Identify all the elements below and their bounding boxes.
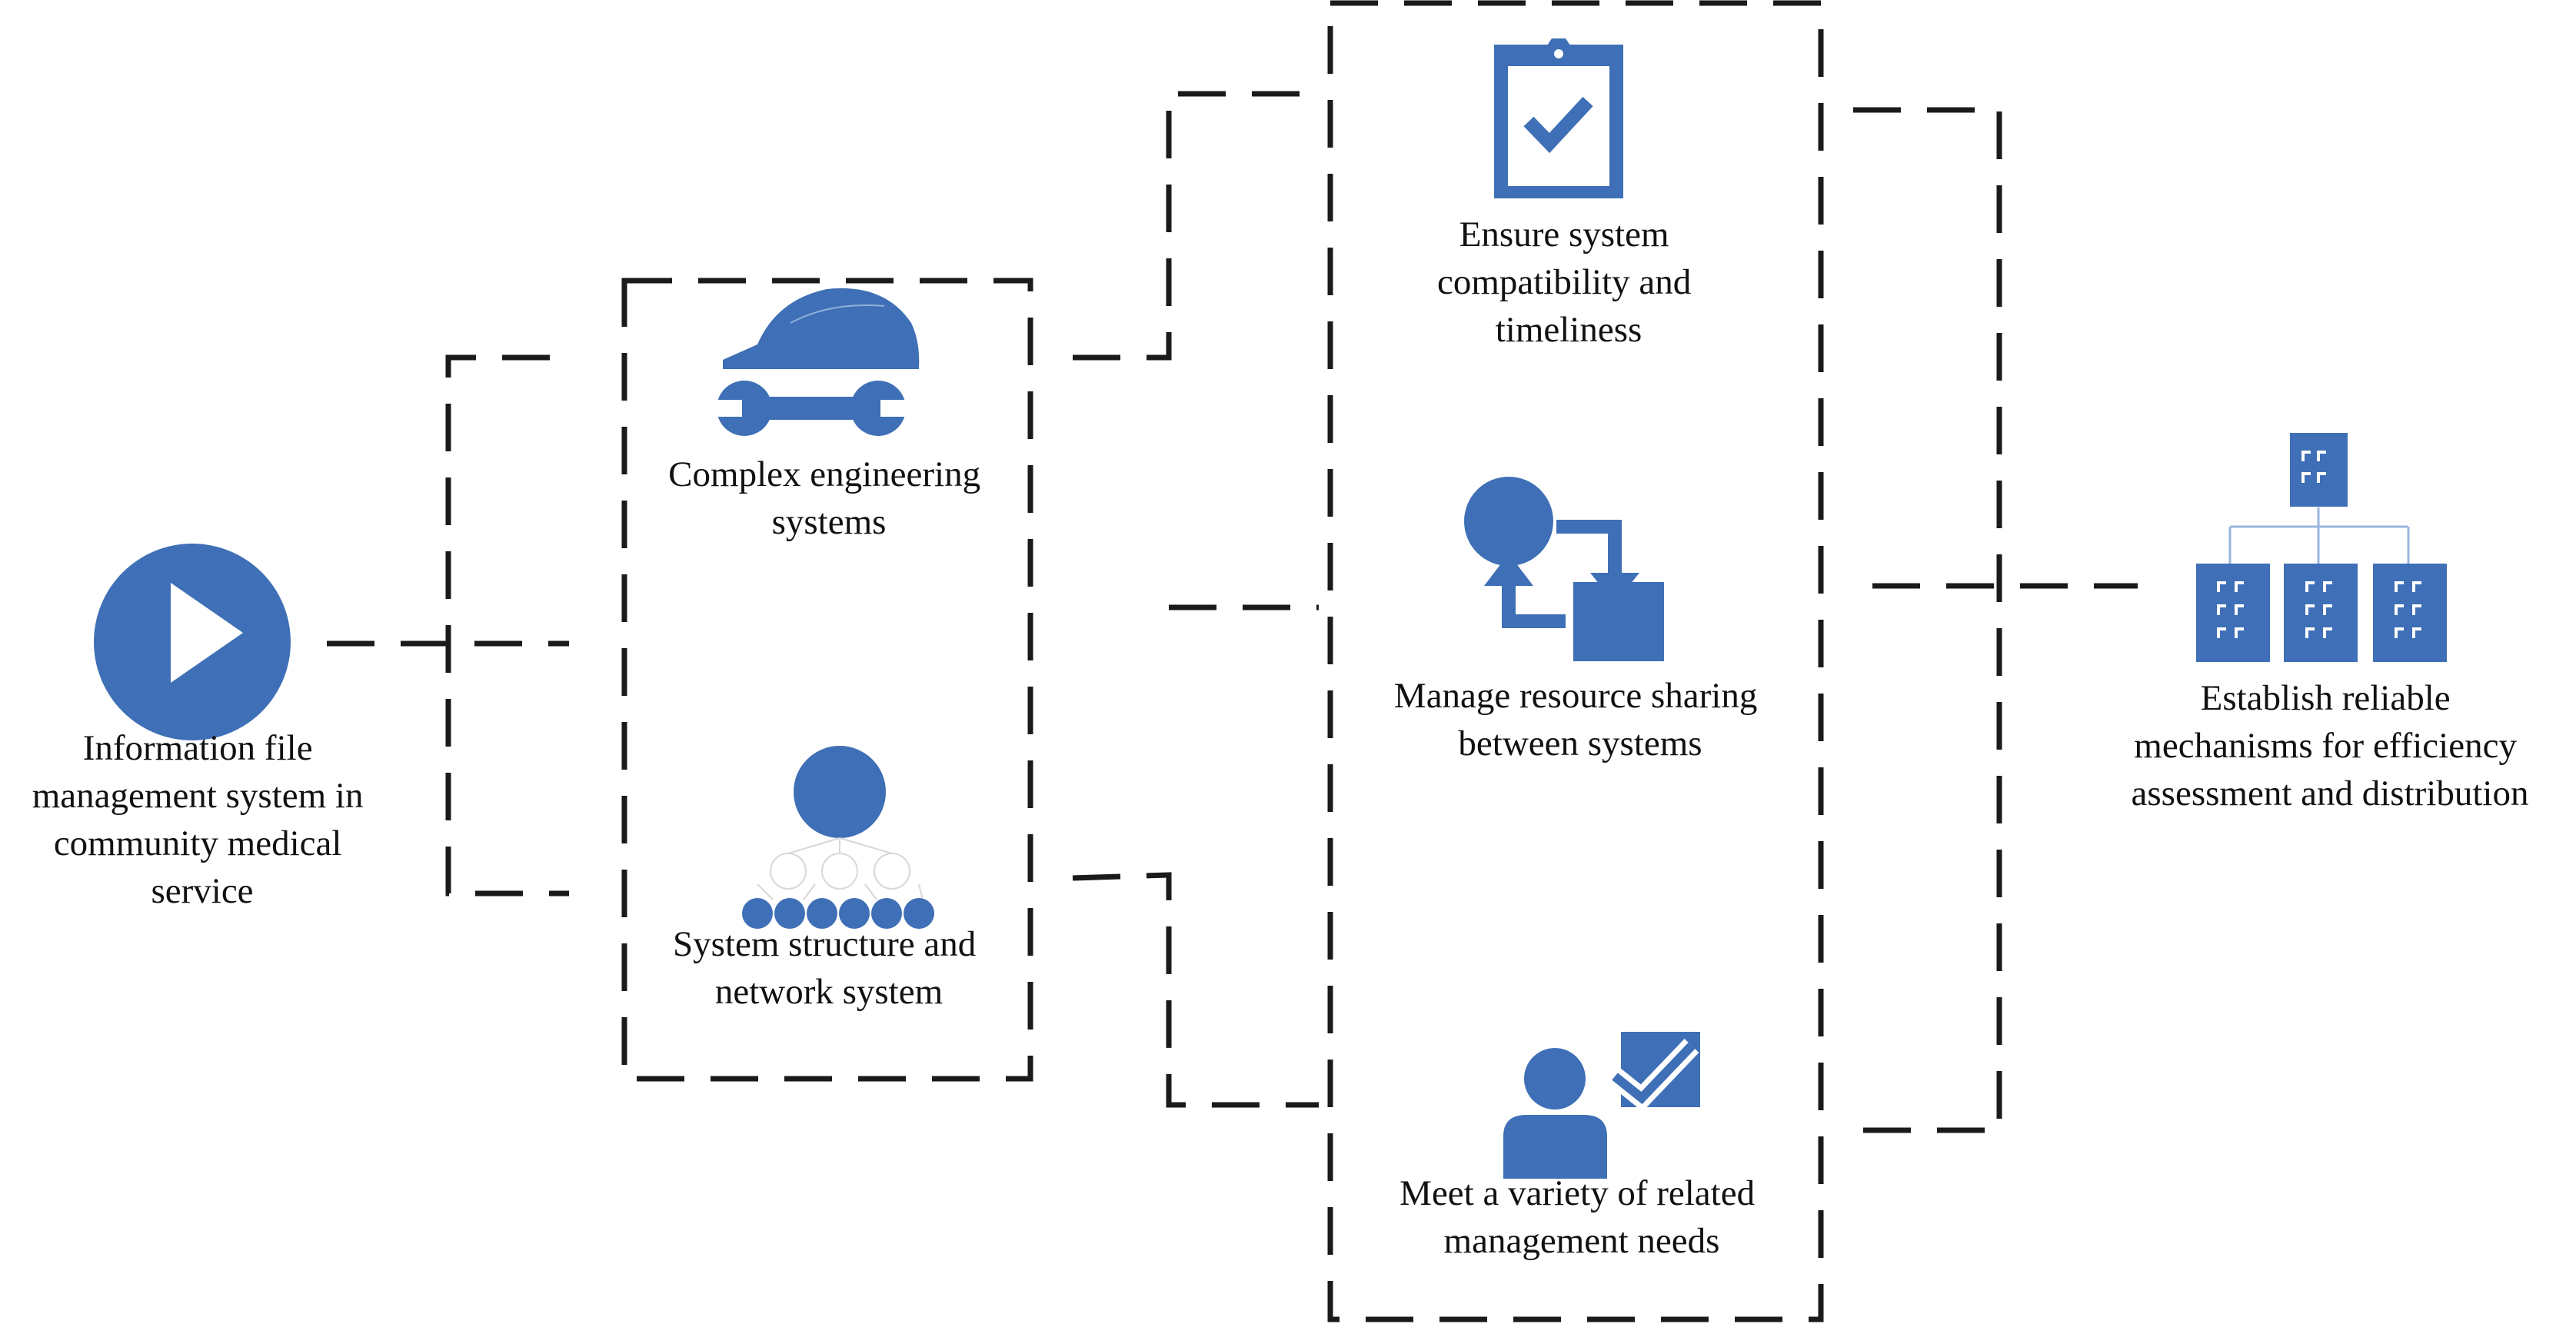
needs-label: Meet a variety of related management nee… [1399,1173,1764,1261]
bracket-right [1853,107,2002,1133]
mechanisms-label: Establish reliable mechanisms for effici… [2132,678,2529,813]
play-icon [94,544,291,740]
engineering-label-line: Complex engineering [668,454,980,494]
mechanisms-label-line: assessment and distribution [2132,773,2529,813]
needs-label-line: management needs [1444,1221,1720,1261]
sharing-label-line: Manage resource sharing [1394,676,1757,716]
group-box-left [621,278,1033,1082]
source-label-line: community medical [54,823,342,863]
structure-label-line: System structure and [673,924,976,964]
bracket-middle-lower [1072,872,1319,1108]
group-box-middle [1327,0,1824,1322]
source-label-line: management system in [32,776,364,816]
source-label: Information file management system in co… [32,728,372,911]
source-label-line: Information file [83,728,313,768]
bracket-middle [1073,91,1319,361]
needs-label-line: Meet a variety of related [1399,1173,1755,1213]
sharing-label: Manage resource sharing between systems [1394,676,1766,763]
org-hierarchy-icon [742,746,934,929]
bracket-left [445,354,569,897]
person-checkbox-icon [1503,1032,1700,1179]
structure-label: System structure and network system [673,924,985,1012]
compatibility-label-line: compatibility and [1437,262,1691,302]
compatibility-label: Ensure system compatibility and timeline… [1437,215,1700,350]
sharing-label-line: between systems [1458,724,1702,763]
compatibility-label-line: timeliness [1496,310,1642,350]
source-label-line: service [151,871,253,911]
mechanisms-label-line: mechanisms for efficiency [2134,726,2517,766]
buildings-hierarchy-icon [2196,433,2447,662]
resource-exchange-icon [1464,477,1664,661]
structure-label-line: network system [715,972,943,1012]
engineering-label-line: systems [772,502,887,542]
clipboard-check-icon [1494,38,1623,198]
engineering-label: Complex engineering systems [668,454,990,542]
hard-hat-wrench-icon [711,288,920,436]
connectors [327,0,2138,1322]
compatibility-label-line: Ensure system [1459,215,1669,254]
mechanisms-label-line: Establish reliable [2201,678,2451,718]
